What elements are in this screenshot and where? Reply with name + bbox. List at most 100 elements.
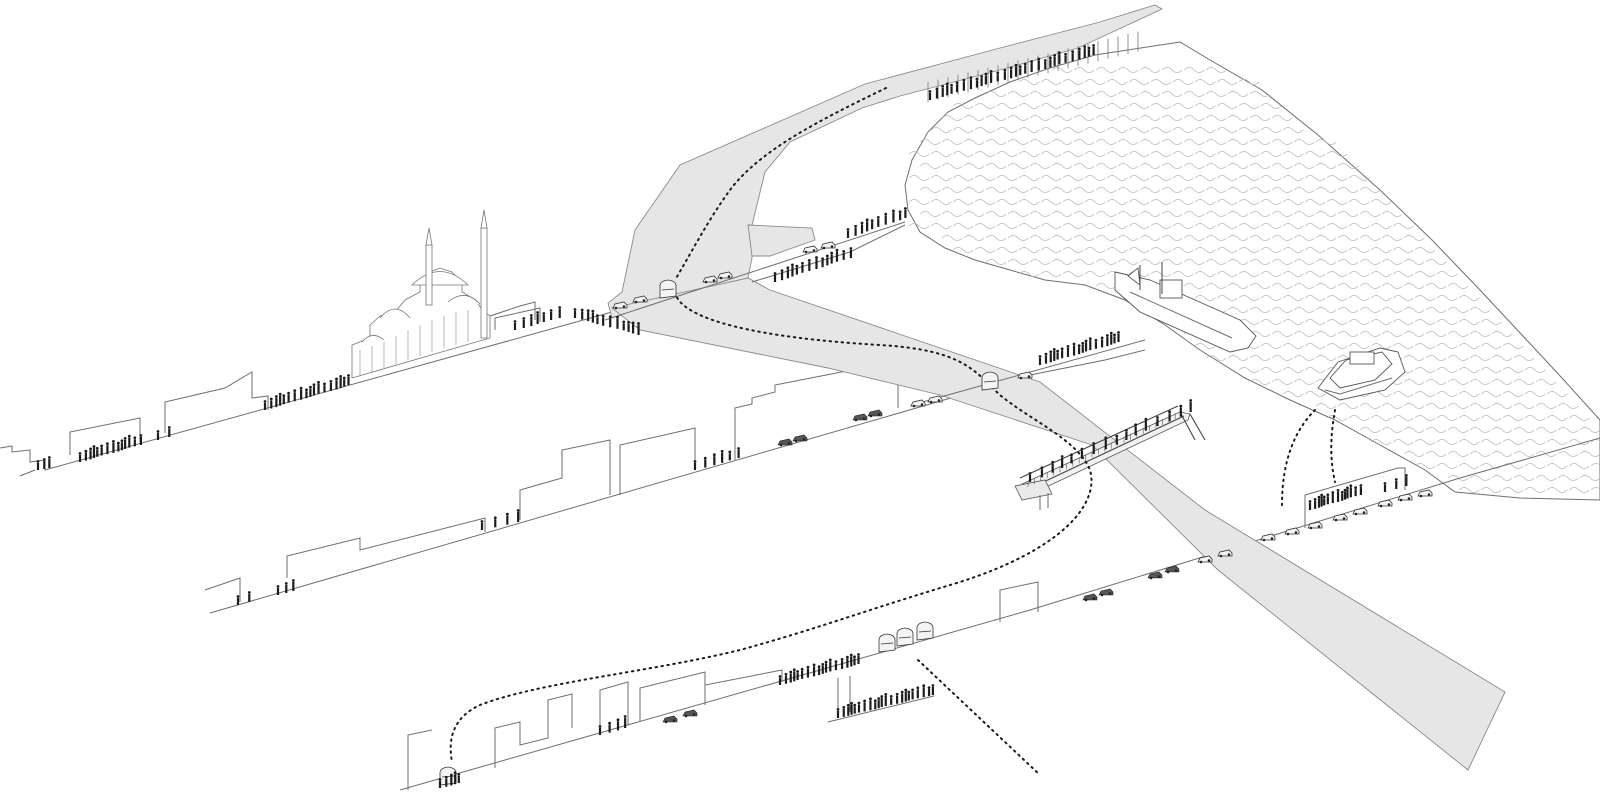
- wave-mark: [1437, 464, 1457, 469]
- wave-mark: [1547, 488, 1567, 493]
- wave-mark: [1217, 200, 1237, 205]
- wave-mark: [1371, 224, 1391, 229]
- person-head: [830, 252, 833, 255]
- wave-mark: [1261, 176, 1281, 181]
- person-body: [458, 776, 460, 783]
- person-body: [1053, 351, 1055, 361]
- wave-mark: [1316, 308, 1336, 313]
- person-head: [1010, 66, 1013, 69]
- wave-mark: [1349, 344, 1369, 349]
- person-body: [117, 445, 119, 452]
- wave-mark: [1459, 488, 1479, 493]
- person-head: [1092, 442, 1095, 445]
- wave-mark: [1206, 164, 1226, 169]
- person-body: [853, 658, 855, 665]
- wave-mark: [1063, 248, 1083, 253]
- wave-mark: [1437, 368, 1457, 373]
- person-head: [335, 378, 338, 381]
- wave-mark: [997, 200, 1017, 205]
- person-head: [622, 320, 625, 323]
- wave-mark: [1217, 296, 1237, 301]
- wave-mark: [1514, 380, 1534, 385]
- person-head: [713, 453, 716, 456]
- wave-mark: [1217, 104, 1237, 109]
- wave-mark: [1239, 224, 1259, 229]
- person-head: [821, 257, 824, 260]
- car-icon: [911, 400, 925, 407]
- wave-mark: [1283, 248, 1303, 253]
- person-body: [990, 73, 992, 83]
- person-head: [616, 316, 619, 319]
- person-head: [1101, 337, 1104, 340]
- person-head: [826, 254, 829, 257]
- wave-mark: [1239, 368, 1259, 373]
- wave-mark: [1459, 296, 1479, 301]
- wave-mark: [1140, 188, 1160, 193]
- wave-mark: [1250, 284, 1270, 289]
- person-head: [936, 88, 939, 91]
- person-head: [1314, 498, 1317, 501]
- car-icon: [1398, 494, 1412, 501]
- wave-mark: [1206, 236, 1226, 241]
- wave-mark: [1536, 476, 1556, 481]
- wave-mark: [1173, 80, 1193, 85]
- person-head: [1179, 405, 1182, 408]
- wave-mark: [1580, 476, 1600, 481]
- person-body: [850, 656, 852, 666]
- wave-mark: [1041, 152, 1061, 157]
- tram-icon: [917, 622, 933, 640]
- wave-mark: [1162, 116, 1182, 121]
- car-icon: [803, 246, 817, 253]
- tram-icon: [660, 280, 676, 298]
- wave-mark: [942, 236, 962, 241]
- wave-mark: [1151, 176, 1171, 181]
- wave-mark: [1371, 344, 1391, 349]
- wave-mark: [1327, 296, 1347, 301]
- wave-mark: [942, 188, 962, 193]
- wave-mark: [1041, 176, 1061, 181]
- wave-mark: [1195, 248, 1215, 253]
- person-body: [309, 389, 311, 397]
- person-head: [1044, 59, 1047, 62]
- wave-mark: [1360, 428, 1380, 433]
- wave-mark: [1096, 68, 1116, 73]
- person-head: [1384, 482, 1387, 485]
- wave-mark: [1294, 236, 1314, 241]
- crowd-icon: [264, 374, 350, 410]
- wave-mark: [1470, 332, 1490, 337]
- wave-mark: [1294, 212, 1314, 217]
- person-body: [1341, 494, 1343, 501]
- person-head: [609, 315, 612, 318]
- person-head: [558, 306, 561, 309]
- wave-mark: [1140, 164, 1160, 169]
- wave-mark: [1305, 392, 1325, 397]
- person-head: [43, 458, 46, 461]
- wave-mark: [1360, 260, 1380, 265]
- person-head: [617, 718, 620, 721]
- person-body: [877, 219, 879, 227]
- wave-mark: [1030, 212, 1050, 217]
- person-head: [950, 84, 953, 87]
- person-body: [288, 395, 290, 403]
- wave-mark: [997, 248, 1017, 253]
- car-icon: [821, 242, 835, 249]
- person-body: [264, 403, 266, 410]
- wave-mark: [1096, 284, 1116, 289]
- person-head: [157, 430, 160, 433]
- person-head: [774, 272, 777, 275]
- person-body: [729, 453, 731, 460]
- wave-mark: [1415, 440, 1435, 445]
- person-body: [294, 392, 296, 401]
- wave-mark: [1272, 332, 1292, 337]
- wave-mark: [1415, 320, 1435, 325]
- wave-mark: [1030, 260, 1050, 265]
- wave-mark: [1239, 176, 1259, 181]
- person-head: [1320, 494, 1323, 497]
- person-head: [835, 660, 838, 663]
- wave-mark: [1206, 68, 1226, 73]
- person-head: [1067, 345, 1070, 348]
- person-head: [1156, 416, 1159, 419]
- wave-mark: [1492, 356, 1512, 361]
- person-body: [878, 700, 880, 708]
- wave-mark: [1382, 212, 1402, 217]
